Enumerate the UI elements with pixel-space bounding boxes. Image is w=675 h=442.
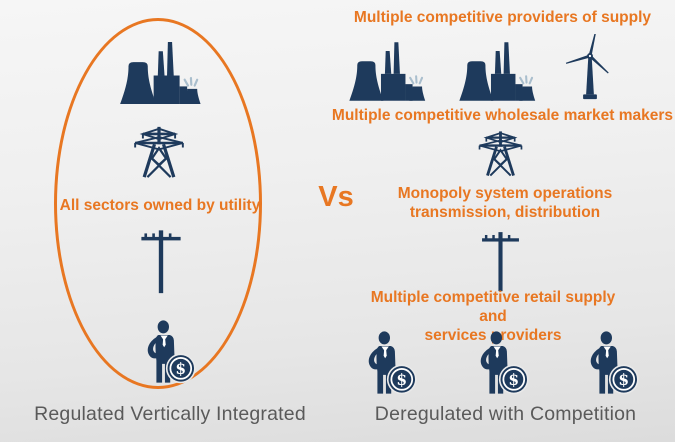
- vs-label: Vs: [318, 181, 354, 213]
- wholesale-makers-label: Multiple competitive wholesale market ma…: [331, 107, 674, 124]
- transmission-tower-icon: [475, 128, 526, 179]
- monopoly-operations-label: Monopoly system operations transmission,…: [380, 184, 630, 222]
- businessman-money-icon: [473, 331, 531, 396]
- monopoly-operations-line2: transmission, distribution: [409, 204, 601, 221]
- power-plant-icon: [457, 40, 536, 103]
- all-sectors-label: All sectors owned by utility: [59, 197, 261, 214]
- transmission-tower-icon: [130, 123, 188, 181]
- utility-pole-icon: [480, 227, 521, 293]
- businessman-money-icon: [583, 331, 641, 396]
- businessman-money-icon: [361, 331, 419, 396]
- deregulated-caption: Deregulated with Competition: [374, 403, 637, 425]
- utility-ellipse-outline: [54, 18, 262, 389]
- wind-turbine-icon: [560, 34, 620, 103]
- utility-pole-icon: [139, 226, 183, 294]
- power-plant-icon: [117, 42, 202, 104]
- businessman-money-icon: [140, 320, 198, 385]
- regulated-caption: Regulated Vertically Integrated: [34, 403, 306, 425]
- power-plant-icon: [347, 40, 426, 103]
- monopoly-operations-line1: Monopoly system operations: [397, 185, 613, 202]
- providers-supply-label: Multiple competitive providers of supply: [353, 9, 652, 26]
- retail-providers-line1: Multiple competitive retail supply and: [370, 289, 616, 325]
